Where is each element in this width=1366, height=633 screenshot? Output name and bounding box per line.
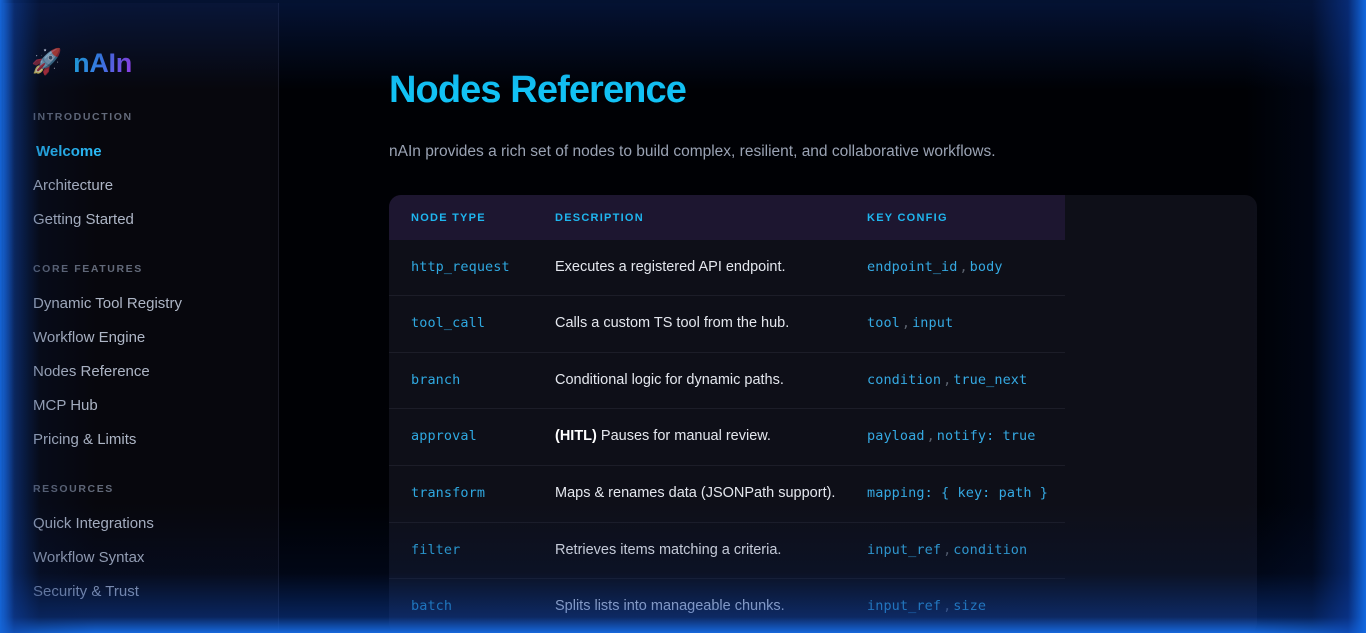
node-type-code: filter [411, 541, 461, 558]
description-emphasis: (HITL) [555, 428, 597, 445]
key-config-code: input [912, 315, 954, 332]
cell-key-config: mapping: { key: path } [867, 465, 1065, 523]
sidebar-item-pricing-limits[interactable]: Pricing & Limits [33, 431, 137, 448]
nav-group-heading: INTRODUCTION [33, 111, 133, 123]
sidebar-item-workflow-syntax[interactable]: Workflow Syntax [33, 549, 145, 566]
table-row: filter Retrieves items matching a criteri… [389, 521, 1065, 579]
key-config-code: payload [867, 428, 925, 445]
cell-key-config: input_ref,condition [867, 521, 1065, 579]
sidebar-item-workflow-engine[interactable]: Workflow Engine [33, 329, 146, 346]
node-type-code: tool_call [411, 315, 486, 332]
table-row: batch Splits lists into manageable chunks… [389, 578, 1065, 630]
key-config-code: notify: true [936, 428, 1036, 445]
column-header-description: DESCRIPTION [555, 211, 644, 224]
sidebar-item-welcome[interactable]: Welcome [36, 143, 102, 160]
cell-key-config: input_ref,size [867, 578, 1065, 630]
key-config-code: tool [867, 315, 900, 332]
brand-logo[interactable]: 🚀 nAIn [3, 3, 278, 81]
key-config-code: body [969, 258, 1003, 275]
node-type-code: branch [411, 371, 461, 388]
cell-key-config: condition,true_next [867, 351, 1065, 409]
sidebar-item-quick-integrations[interactable]: Quick Integrations [33, 515, 154, 532]
key-separator: , [943, 598, 952, 615]
sidebar-item-mcp-hub[interactable]: MCP Hub [33, 397, 98, 414]
table-row: transform Maps & renames data (JSONPath s… [389, 465, 1065, 523]
node-type-code: batch [411, 598, 453, 615]
sidebar-item-security-trust[interactable]: Security & Trust [33, 583, 139, 600]
nodes-table: NODE TYPE DESCRIPTION KEY CONFIG http_re… [389, 194, 1065, 630]
nodes-table-head: NODE TYPE DESCRIPTION KEY CONFIG [389, 194, 1065, 240]
key-config-code: condition [953, 541, 1028, 558]
cell-key-config: endpoint_id,body [867, 240, 1065, 296]
cell-node-type: branch [389, 351, 555, 409]
node-type-code: approval [411, 428, 477, 445]
rocket-icon: 🚀 [31, 47, 63, 76]
key-separator: , [943, 541, 952, 558]
column-header-key-config: KEY CONFIG [867, 211, 948, 224]
key-config-code: input_ref [867, 598, 942, 615]
brand-name: nAIn [73, 47, 132, 78]
cell-description: Maps & renames data (JSONPath support). [555, 465, 867, 523]
main-content: Nodes Reference nAIn provides a rich set… [279, 3, 1363, 630]
cell-node-type: http_request [389, 240, 555, 296]
key-config-code: true_next [953, 371, 1028, 388]
key-separator: , [926, 428, 935, 445]
key-config-code: condition [867, 371, 942, 388]
sidebar-item-nodes-reference[interactable]: Nodes Reference [33, 363, 150, 380]
cell-node-type: approval [389, 408, 555, 466]
cell-description: Retrieves items matching a criteria. [555, 521, 867, 579]
cell-description: Splits lists into manageable chunks. [555, 578, 867, 630]
sidebar-item-dynamic-tool-registry[interactable]: Dynamic Tool Registry [33, 295, 182, 312]
key-separator: , [901, 315, 911, 332]
cell-key-config: payload,notify: true [867, 408, 1065, 466]
key-config-code: input_ref [867, 541, 942, 558]
page-intro: nAIn provides a rich set of nodes to bui… [389, 142, 996, 160]
cell-key-config: tool,input [867, 295, 1065, 353]
node-type-code: transform [411, 485, 486, 502]
key-separator: , [943, 371, 952, 388]
nodes-table-body: http_request Executes a registered API en… [389, 240, 1065, 630]
table-header-row: NODE TYPE DESCRIPTION KEY CONFIG [389, 194, 1065, 240]
table-row: tool_call Calls a custom TS tool from the… [389, 295, 1065, 353]
node-type-code: http_request [411, 258, 510, 275]
nodes-table-card: NODE TYPE DESCRIPTION KEY CONFIG http_re… [389, 194, 1257, 630]
nav-group-heading: CORE FEATURES [33, 263, 143, 275]
key-config-code: size [953, 598, 987, 615]
key-config-code: mapping: { key: path } [867, 485, 1049, 502]
cell-node-type: filter [389, 521, 555, 579]
nav-group-heading: RESOURCES [33, 483, 114, 495]
table-row: approval (HITL) Pauses for manual review.… [389, 408, 1065, 466]
cell-description: Calls a custom TS tool from the hub. [555, 295, 867, 353]
sidebar-item-getting-started[interactable]: Getting Started [33, 211, 134, 228]
cell-description: Executes a registered API endpoint. [555, 258, 786, 275]
page-title: Nodes Reference [389, 69, 687, 111]
cell-description: Conditional logic for dynamic paths. [555, 351, 867, 409]
sidebar-item-architecture[interactable]: Architecture [33, 177, 114, 194]
column-header-node-type: NODE TYPE [411, 211, 486, 224]
cell-description: (HITL) Pauses for manual review. [555, 408, 867, 466]
key-separator: , [959, 258, 968, 275]
table-row: branch Conditional logic for dynamic path… [389, 351, 1065, 409]
table-row: http_request Executes a registered API en… [389, 240, 1065, 296]
cell-node-type: batch [389, 578, 555, 630]
key-config-code: endpoint_id [867, 258, 958, 275]
cell-node-type: transform [389, 465, 555, 523]
cell-node-type: tool_call [389, 295, 555, 353]
